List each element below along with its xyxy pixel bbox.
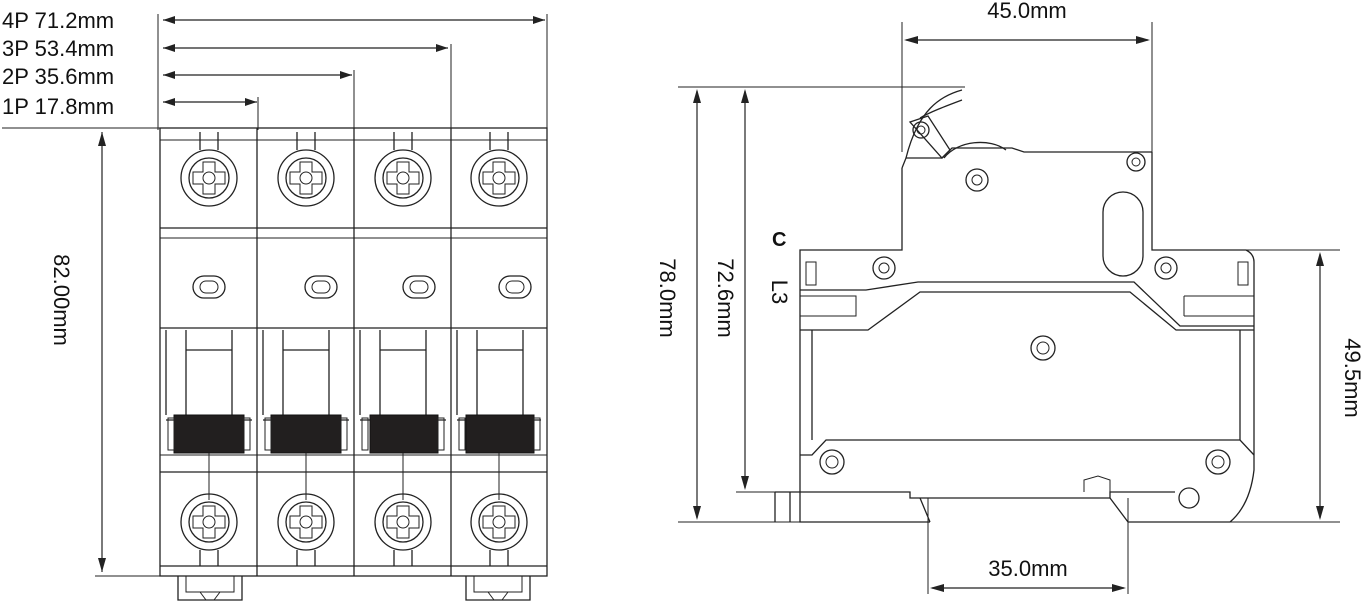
bottom-width-label: 35.0mm [988, 556, 1067, 581]
overall-height-dimension [678, 86, 965, 523]
handle-2 [270, 414, 342, 454]
pole-3 [359, 132, 446, 566]
pole-2 [262, 132, 349, 566]
inner-height-label: 72.6mm [713, 258, 738, 337]
overall-height-label: 78.0mm [655, 258, 680, 337]
front-view: 4P 71.2mm 3P 53.4mm 2P 35.6mm 1P 17.8mm … [2, 8, 548, 601]
pole-4 [456, 132, 541, 566]
handle-1 [173, 414, 245, 454]
height-dimension [2, 127, 160, 577]
handle-3 [369, 414, 439, 454]
bottom-width-dimension [927, 498, 1129, 594]
width-label-4p: 4P 71.2mm [2, 8, 114, 33]
rail-clips [177, 576, 531, 601]
width-label-3p: 3P 53.4mm [2, 36, 114, 61]
right-height-dimension [1152, 249, 1340, 523]
width-dimensions [157, 14, 548, 130]
top-width-label: 45.0mm [987, 0, 1066, 23]
breaker-body-side [774, 89, 1255, 523]
breaker-body-front [159, 127, 548, 577]
curve-label: C [772, 229, 786, 251]
height-label: 82.00mm [49, 254, 74, 346]
width-label-2p: 2P 35.6mm [2, 64, 114, 89]
width-label-1p: 1P 17.8mm [2, 94, 114, 119]
line-label: L3 [767, 280, 792, 304]
pole-details [165, 132, 541, 566]
handle-4 [465, 414, 535, 454]
right-height-label: 49.5mm [1340, 338, 1365, 417]
pole-1 [165, 132, 252, 566]
inner-height-dimension [736, 89, 800, 493]
side-view: 45.0mm 78.0mm 72.6mm 49.5mm [655, 0, 1365, 594]
